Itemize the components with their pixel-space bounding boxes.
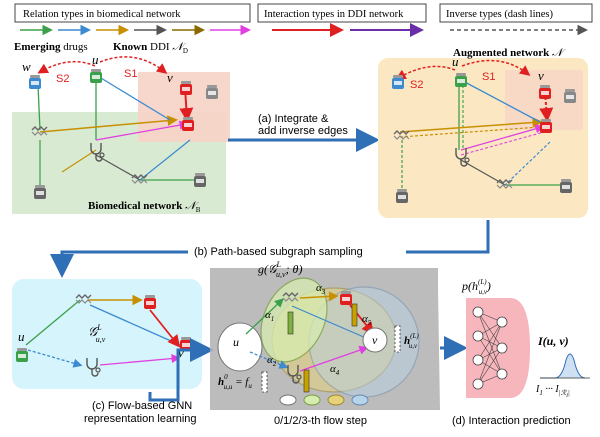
legend-relation-box <box>14 3 251 23</box>
drug-icon <box>396 189 408 203</box>
flow-step-0 <box>217 322 263 372</box>
alpha3-label: α3 <box>316 282 326 296</box>
node-w-label: w <box>22 59 31 74</box>
alpha4-label: α4 <box>330 363 340 377</box>
s2-arc <box>37 60 96 74</box>
known-ddi-label: Known DDI 𝒩D <box>113 41 188 55</box>
alpha1-label: α1 <box>265 309 274 323</box>
gnn-node-u: u <box>233 335 239 349</box>
legend-relation-label: Relation types in biomedical network <box>23 9 181 20</box>
legend-interaction-label: Interaction types in DDI network <box>264 9 404 20</box>
drug-icon <box>34 185 46 199</box>
gnn-input-arrow <box>148 338 214 402</box>
drug-icon <box>539 85 551 99</box>
interaction-function-label: I(u, v) <box>537 334 569 348</box>
interaction-prediction-label: (d) Interaction prediction <box>452 415 571 427</box>
augmented-network-panel: Augmented network 𝒩 u v S2 S1 <box>378 47 588 218</box>
svg-text:v: v <box>372 333 378 347</box>
drug-icon <box>180 81 192 95</box>
drug-icon <box>392 75 404 89</box>
legend-inverse-label: Inverse types (dash lines) <box>446 9 554 20</box>
p-function-label: p(h(L)u,v) <box>461 278 491 296</box>
drug-icon <box>340 291 352 305</box>
drug-icon <box>182 117 194 131</box>
path-sampling-step: (b) Path-based subgraph sampling <box>50 220 490 278</box>
node-u-label: u <box>92 52 99 67</box>
sub-node-u-label: u <box>18 329 25 344</box>
path-sampling-label: (b) Path-based subgraph sampling <box>194 246 363 258</box>
drug-icon <box>144 295 156 309</box>
aug-s1-label: S1 <box>482 71 495 83</box>
emerging-drugs-label: Emerging drugs <box>14 41 88 53</box>
flow-gnn-panel: g(𝒢Lu,v; θ) u v v α1 α2 α3 α4 α5 h0u,u =… <box>210 260 440 427</box>
drug-icon <box>90 69 102 83</box>
legend-interaction-box <box>257 3 427 23</box>
drug-icon <box>16 348 28 362</box>
integrate-label-line1: (a) Integrate & <box>258 113 329 125</box>
aug-s2-label: S2 <box>410 79 423 91</box>
alpha5-label: α5 <box>362 313 372 327</box>
drug-icon <box>560 179 572 193</box>
alpha2-label: α2 <box>267 354 277 368</box>
flow-gnn-label-line1: (c) Flow-based GNN <box>92 400 192 412</box>
integrate-label-line2: add inverse edges <box>258 125 348 137</box>
prediction-panel: p(h(L)u,v) I(u, v) I1 ··· I|ℛI| (d) Inte… <box>452 278 590 427</box>
distribution-curve <box>540 353 586 379</box>
flow-gnn-label-line2: representation learning <box>84 413 197 425</box>
s2-label: S2 <box>56 73 69 85</box>
drug-icon <box>540 119 552 133</box>
biomedical-network-label: Biomedical network 𝒩B <box>88 200 201 214</box>
integrate-step: (a) Integrate & add inverse edges <box>228 113 380 152</box>
drug-icon <box>455 73 467 87</box>
legend: Relation types in biomedical network Int… <box>14 3 593 37</box>
flow-step-legend: 0/1/2/3-th flow step <box>274 415 367 427</box>
interaction-range-label: I1 ··· I|ℛI| <box>535 384 570 399</box>
s1-arc <box>99 56 168 74</box>
node-v-label: v <box>167 70 173 85</box>
s1-label: S1 <box>124 68 137 80</box>
drug-icon <box>29 75 41 89</box>
augmented-network-title: Augmented network 𝒩 <box>453 47 566 59</box>
legend-inverse-box <box>439 3 593 23</box>
aug-node-v-label: v <box>538 68 544 83</box>
drug-icon <box>206 85 218 99</box>
subgraph-region <box>12 279 202 389</box>
sub-node-v-label: v <box>178 345 184 360</box>
original-network-panel: Emerging drugs Known DDI 𝒩D w u v S2 S1 … <box>12 41 230 214</box>
drug-icon <box>564 89 576 103</box>
aug-node-u-label: u <box>452 54 459 69</box>
drug-icon <box>194 173 206 187</box>
hL-label: h(L)u,v <box>404 332 419 350</box>
